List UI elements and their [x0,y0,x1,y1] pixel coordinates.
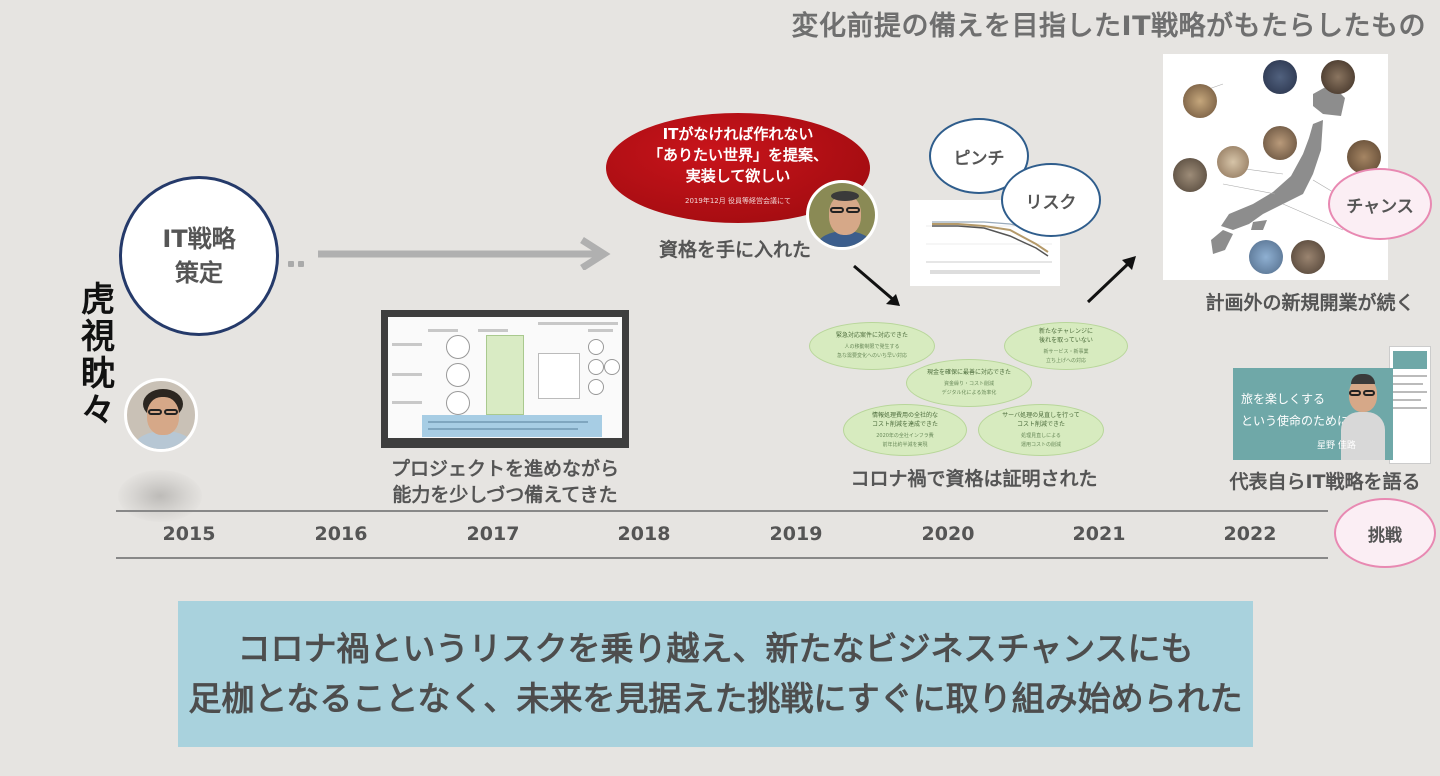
corona-item-title: 現金を確保に最善に対応できた [927,368,1011,377]
corona-item: 現金を確保に最善に対応できた 資金繰り・コスト削減デジタル化による効率化 [906,359,1032,407]
it-strategy-circle: IT戦略 策定 [119,176,279,336]
year-label: 2019 [756,523,836,545]
summary-line2: 足枷となることなく、未来を見据えた挑戦にすぐに取り組み始められた [188,674,1242,724]
corona-item: 緊急対応案件に対応できた 人の移動制限で発生する急な需要変化へのいち早い対応 [809,322,935,370]
caption-2017: プロジェクトを進めながら 能力を少しづつ備えてきた [380,456,630,508]
year-label: 2015 [149,523,229,545]
ceo-slide-line2: という使命のために [1241,410,1349,432]
request-line3: 実装して欲しい [686,166,791,187]
caption-2017-line2: 能力を少しづつ備えてきた [380,482,630,508]
vertical-name-char: 虎 [78,282,118,319]
caption-2018: 資格を手に入れた [640,237,830,263]
summary-line1: コロナ禍というリスクを乗り越え、新たなビジネスチャンスにも [237,624,1193,674]
corona-item-sub: 2020年の全社インフラ費前年比約半減を実現 [876,432,934,450]
corona-item-title: 緊急対応案件に対応できた [836,331,908,340]
down-arrow-icon [850,262,910,314]
corona-item: サーバ処理の見直しを行ってコスト削減できた 処理見直しによる運用コストの削減 [978,404,1104,456]
corona-item-title: 情報処理費用の全社的なコスト削減を達成できた [872,411,938,429]
progress-dots [288,252,316,260]
caption-2020: コロナ禍で資格は証明された [832,466,1116,492]
vertical-name: 虎 視 眈 々 [78,282,118,430]
request-note: 2019年12月 役員等経営会議にて [685,191,791,212]
caption-2022: 代表自らIT戦略を語る [1214,469,1436,495]
year-label: 2017 [453,523,533,545]
challenge-bubble: 挑戦 [1334,498,1436,568]
corona-item: 情報処理費用の全社的なコスト削減を達成できた 2020年の全社インフラ費前年比約… [843,404,967,456]
timeline-bottom-line [116,557,1328,559]
year-label: 2018 [604,523,684,545]
japan-map-thumbnail [1163,54,1388,280]
vertical-name-char: 視 [78,319,118,356]
corona-item-title: サーバ処理の見直しを行ってコスト削減できた [1002,411,1080,429]
vertical-name-char: 々 [78,393,118,430]
request-line1: ITがなければ作れない [663,124,814,145]
project-slide-thumbnail [381,310,629,448]
chance-bubble: チャンス [1328,168,1432,240]
ceo-name: 星野 佳路 [1317,438,1356,451]
corona-item-sub: 新サービス・新事業立ち上げへの対応 [1043,348,1088,366]
year-label: 2016 [301,523,381,545]
year-label: 2020 [908,523,988,545]
corona-item-sub: 資金繰り・コスト削減デジタル化による効率化 [942,380,997,398]
corona-item-sub: 人の移動制限で発生する急な需要変化へのいち早い対応 [837,343,907,361]
year-label: 2021 [1059,523,1139,545]
year-label: 2022 [1210,523,1290,545]
corona-item-sub: 処理見直しによる運用コストの削減 [1021,432,1061,450]
ceo-slide-thumbnail: 旅を楽しくする という使命のために 星野 佳路 [1233,368,1393,460]
request-line2: 「ありたい世界」を提案、 [648,145,828,166]
presenter-avatar [124,378,198,452]
risk-bubble: リスク [1001,163,1101,237]
timeline-top-line [116,510,1328,512]
strategy-line1: IT戦略 [162,222,235,256]
avatar-shadow [118,470,202,522]
summary-banner: コロナ禍というリスクを乗り越え、新たなビジネスチャンスにも 足枷となることなく、… [178,601,1253,747]
up-arrow-icon [1084,252,1140,306]
progress-arrow-icon [318,236,614,270]
corona-item: 新たなチャレンジに後れを取っていない 新サービス・新事業立ち上げへの対応 [1004,322,1128,370]
vertical-name-char: 眈 [78,356,118,393]
caption-2017-line1: プロジェクトを進めながら [380,456,630,482]
ceo-article-thumbnail [1389,346,1431,464]
ceo-slide-line1: 旅を楽しくする [1241,388,1349,410]
corona-item-title: 新たなチャレンジに後れを取っていない [1039,327,1093,345]
page-title: 変化前提の備えを目指したIT戦略がもたらしたもの [792,4,1426,43]
caption-2021: 計画外の新規開業が続く [1180,290,1440,316]
strategy-line2: 策定 [175,256,223,290]
